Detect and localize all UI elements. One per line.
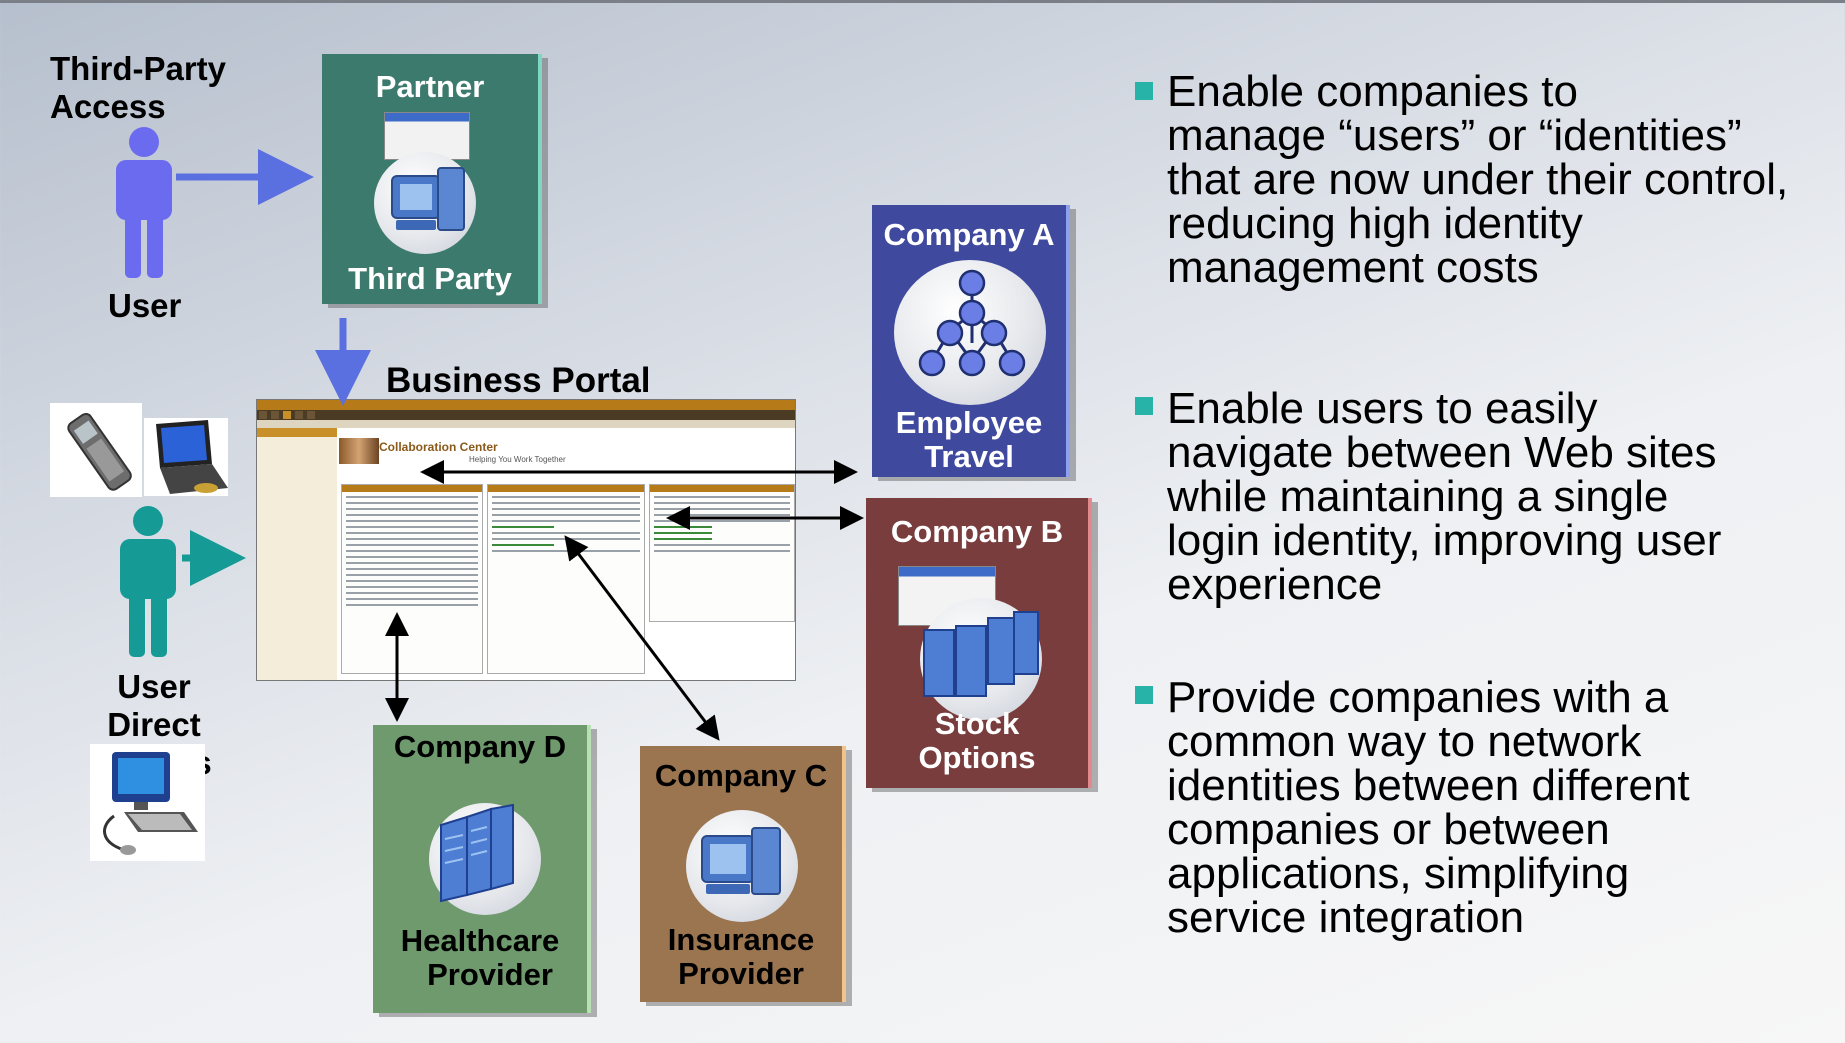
bullet-2-line-4: login identity, improving user <box>1167 516 1722 565</box>
portal-app-subtitle: Helping You Work Together <box>469 455 566 464</box>
third-party-label-line2: Access <box>50 88 166 125</box>
computer-icon <box>391 167 465 231</box>
portal-company-c-arrow <box>564 535 720 741</box>
bullet-2-line-1: Enable users to easily <box>1167 384 1598 433</box>
bullet-3-line-6: service integration <box>1167 893 1525 942</box>
company-c-title: Company C <box>654 758 828 793</box>
bullet-marker-3 <box>1135 686 1153 704</box>
company-d-line2: Provider <box>427 957 553 992</box>
bullet-1-line-5: management costs <box>1167 243 1539 292</box>
bullet-1-line-4: reducing high identity <box>1167 199 1583 248</box>
portal-nav <box>257 410 795 420</box>
third-party-user-icon <box>116 127 172 278</box>
company-b-title: Company B <box>890 514 1064 549</box>
company-d-title: Company D <box>393 729 567 764</box>
bullet-3-line-5: applications, simplifying <box>1167 849 1630 898</box>
third-party-access-label: Third-Party Access <box>50 50 226 126</box>
company-b-line2: Options <box>918 740 1036 775</box>
company-c-box[interactable]: Company C Insurance Provider <box>640 746 846 1002</box>
portal-toolbar <box>257 420 795 428</box>
user-label: User <box>108 287 182 324</box>
cell-phone-icon <box>67 412 132 491</box>
third-party-label-line1: Third-Party <box>50 50 227 87</box>
network-icon <box>918 269 1026 377</box>
bullet-2-line-3: while maintaining a single <box>1167 472 1669 521</box>
bullet-text-1: Enable companies to manage “users” or “i… <box>1167 70 1845 290</box>
direct-user-icon <box>120 506 176 657</box>
portal-sidebar <box>257 428 337 680</box>
company-d-line1: Healthcare <box>400 923 560 958</box>
bullet-marker-1 <box>1135 82 1153 100</box>
company-d-box[interactable]: Company D Healthcare Provider <box>373 725 591 1013</box>
bullet-1-line-2: manage “users” or “identities” <box>1167 111 1742 160</box>
company-a-box[interactable]: Company A Employee Travel <box>872 205 1070 477</box>
bullet-1-line-1: Enable companies to <box>1167 67 1578 116</box>
bullet-3-line-3: identities between different <box>1167 761 1690 810</box>
bullet-2-line-2: navigate between Web sites <box>1167 428 1717 477</box>
company-c-line2: Provider <box>678 956 804 991</box>
direct-label-line1: User <box>117 668 191 705</box>
bullet-1-line-3: that are now under their control, <box>1167 155 1789 204</box>
server-rack-icon <box>440 803 514 903</box>
bullet-2-line-5: experience <box>1167 560 1383 609</box>
portal-panel-quickplaces <box>341 484 483 674</box>
third-party-box-label: Third Party <box>348 261 512 296</box>
top-border <box>0 0 1845 3</box>
business-portal-title: Business Portal <box>386 361 651 400</box>
bullet-marker-2 <box>1135 397 1153 415</box>
portal-app-title: Collaboration Center <box>379 440 498 454</box>
bullet-3-line-2: common way to network <box>1167 717 1642 766</box>
partner-label: Partner <box>375 69 485 104</box>
portal-topbar <box>257 400 795 410</box>
portal-header-photo <box>339 438 379 464</box>
bullet-3-line-1: Provide companies with a <box>1167 673 1669 722</box>
laptop-icon <box>156 420 228 494</box>
company-a-line2: Travel <box>924 439 1014 474</box>
company-b-box[interactable]: Company B Stock Options <box>866 498 1092 788</box>
bullet-text-3: Provide companies with a common way to n… <box>1167 676 1845 940</box>
insurance-computer-icon <box>701 827 781 895</box>
server-cluster-icon <box>923 611 1039 697</box>
company-b-line1: Stock <box>934 706 1020 741</box>
bullet-3-line-4: companies or between <box>1167 805 1610 854</box>
partner-box[interactable]: Partner Third Party <box>322 54 542 304</box>
desktop-computer-icon <box>103 752 198 855</box>
company-a-title: Company A <box>883 217 1055 252</box>
company-c-line1: Insurance <box>667 922 815 957</box>
company-a-line1: Employee <box>895 405 1043 440</box>
bullet-text-2: Enable users to easily navigate between … <box>1167 387 1845 607</box>
